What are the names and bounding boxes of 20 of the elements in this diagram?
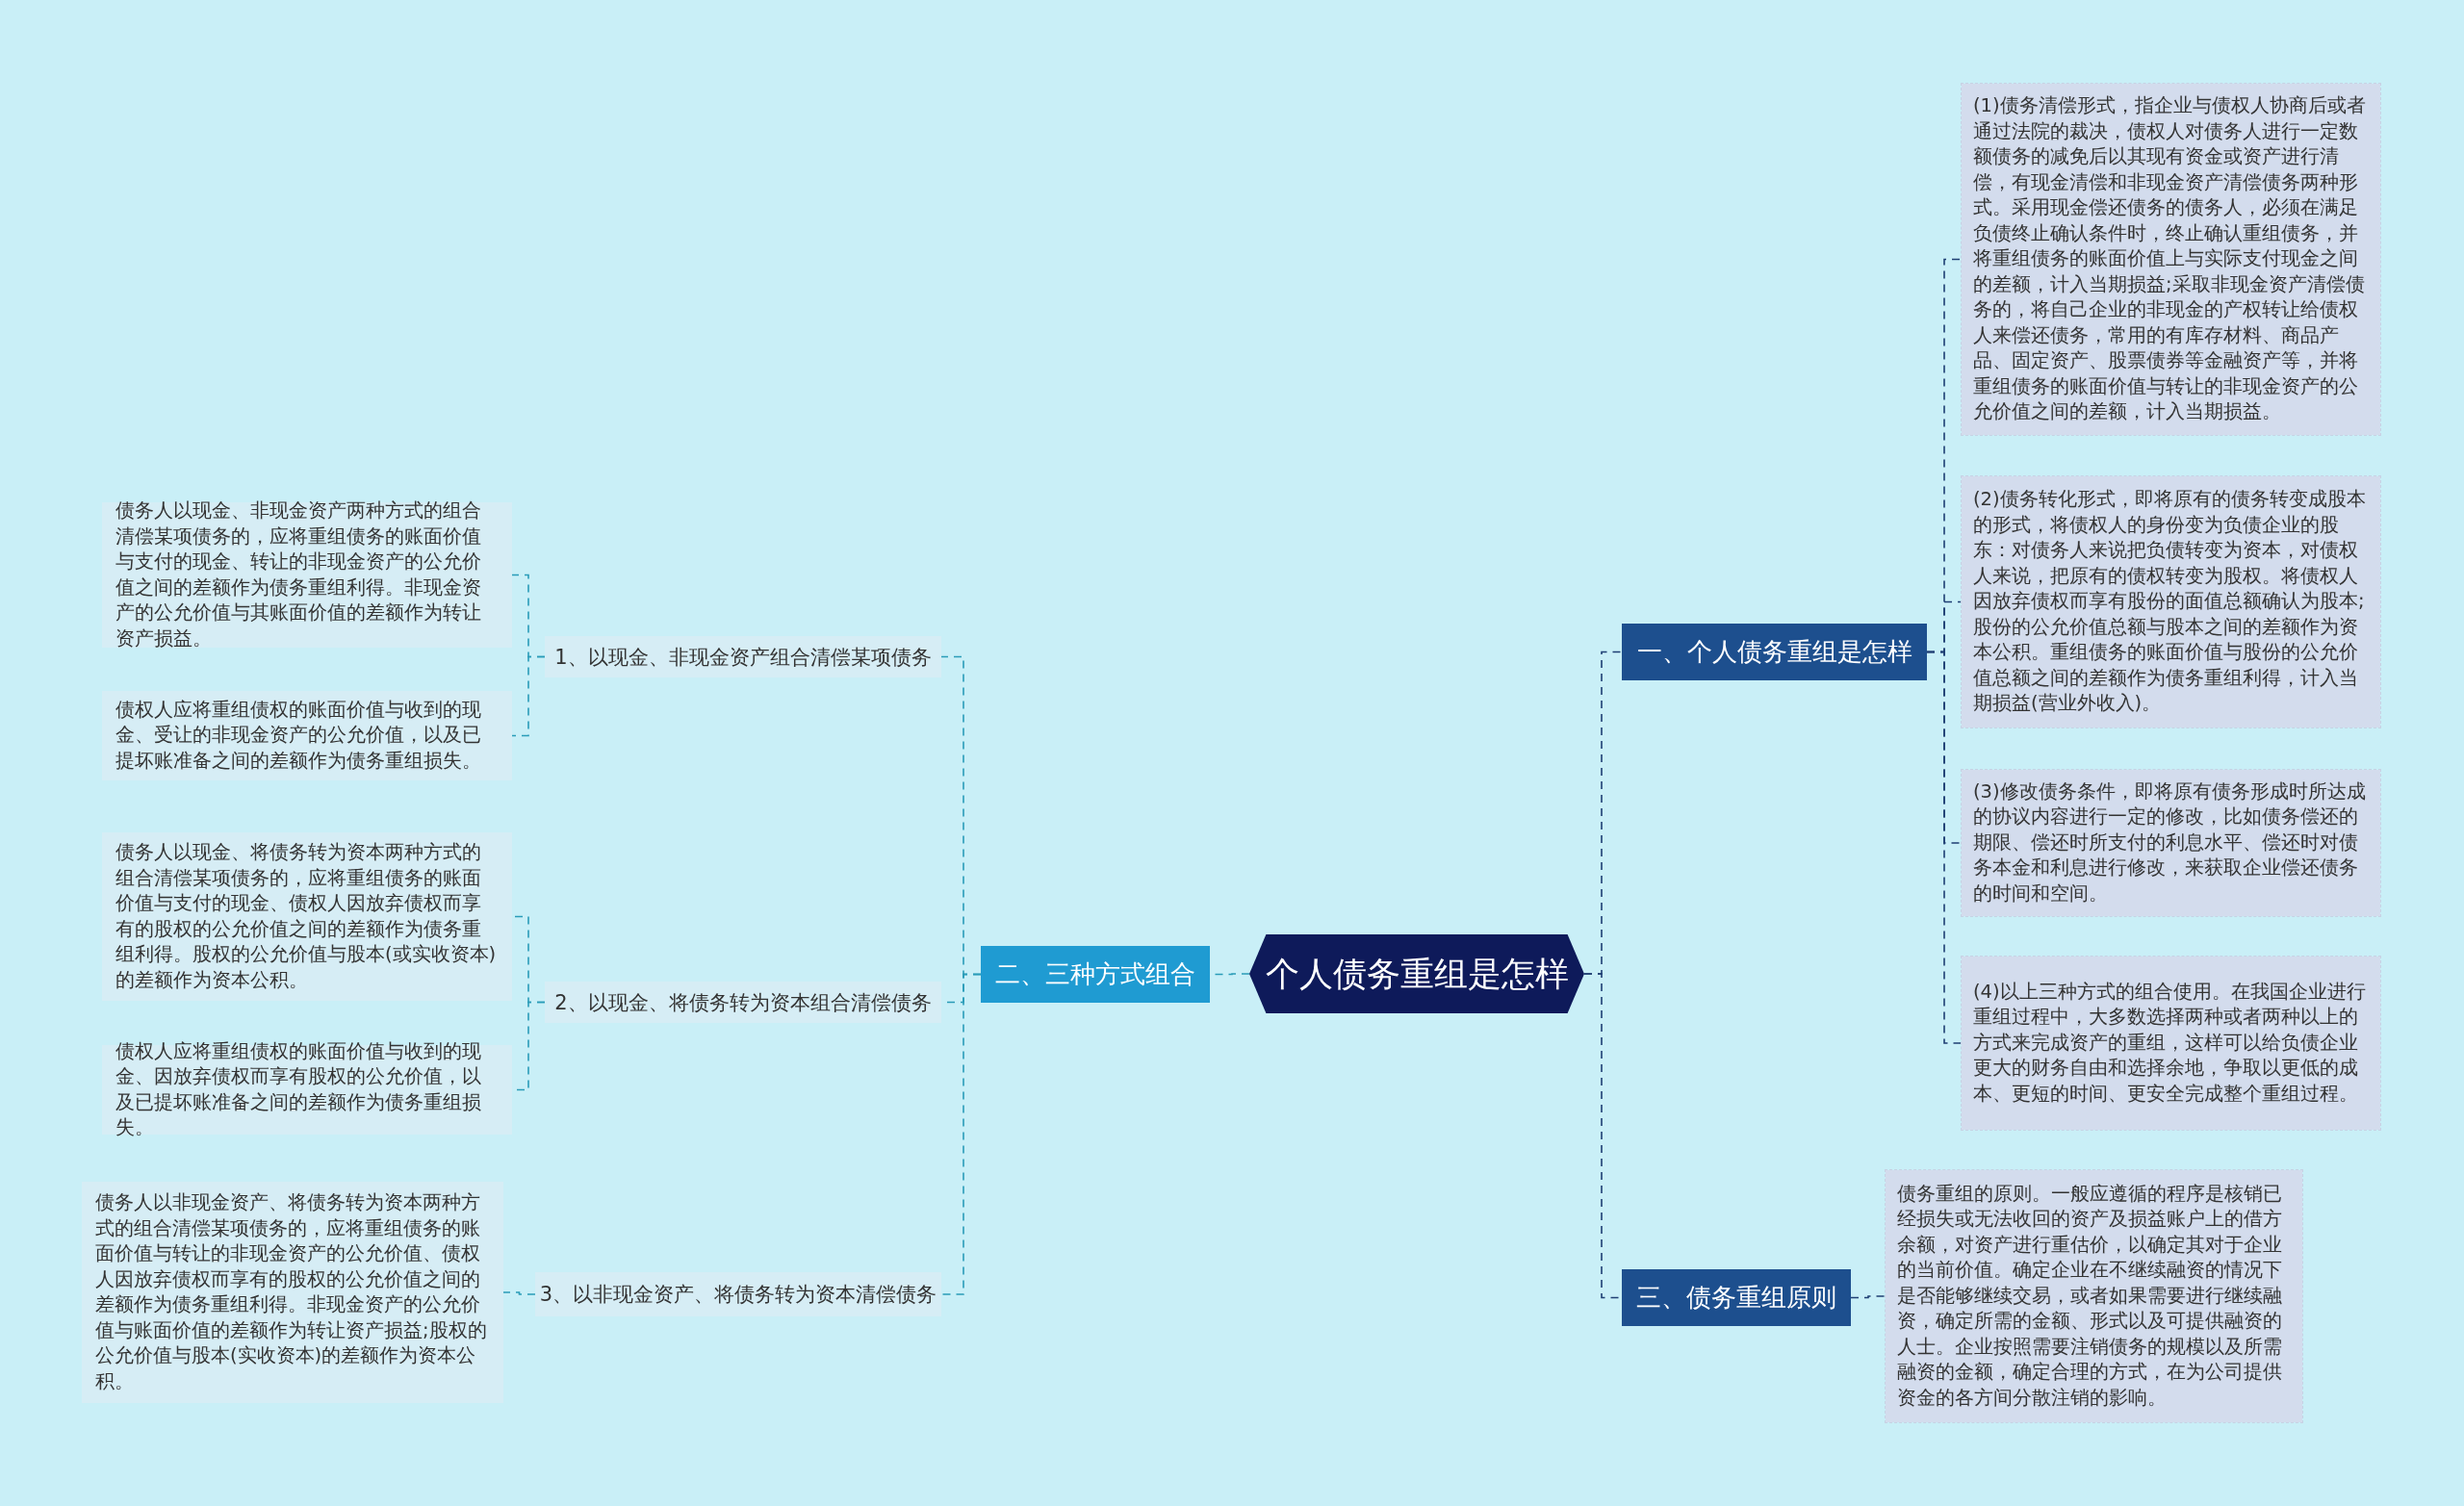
connector-line	[1926, 651, 1963, 1044]
connector-line	[940, 973, 982, 1295]
text-box: 债务人以非现金资产、将债务转为资本两种方式的组合清偿某项债务的，应将重组债务的账面价值与转让的非现金资产的公允价值、债权人因放弃债权而享有的股权的公允价值之间的差额作为债务重组利得。非现金资产的公允价值与账面价值的差额作为转让资产损益;股权的公允价值与股本(实收资本)的差额作为资本公积。	[82, 1182, 503, 1403]
text-box: (4)以上三种方式的组合使用。在我国企业进行重组过程中，大多数选择两种或者两种以上的方式来完成资产的重组，这样可以给负债企业更大的财务自由和选择余地，争取以更低的成本、更短的时间、更安全完成整个重组过程。	[1962, 957, 2380, 1130]
topic-box: 一、个人债务重组是怎样	[1622, 624, 1927, 680]
text-box: (3)修改债务条件，即将原有债务形成时所达成的协议内容进行一定的修改，比如债务偿还的期限、偿还时所支付的利息水平、偿还时对债务本金和利息进行修改，来获取企业偿还债务的时间和空间。	[1962, 770, 2380, 916]
subtopic-box: 2、以现金、将债务转为资本组合清偿债务	[545, 982, 941, 1023]
connector-line	[502, 1291, 536, 1295]
text-box: 债务人以现金、将债务转为资本两种方式的组合清偿某项债务的，应将重组债务的账面价值与支付的现金、债权人因放弃债权而享有的股权的公允价值之间的差额作为债务重组利得。股权的公允价值与股本(或实收资本)的差额作为资本公积。	[102, 832, 512, 1001]
subtopic-box: 3、以非现金资产、将债务转为资本清偿债务	[535, 1272, 941, 1316]
connector-line	[511, 655, 546, 737]
topic-box: 三、债务重组原则	[1622, 1269, 1851, 1326]
connector-line	[1850, 1295, 1886, 1299]
text-box: 债权人应将重组债权的账面价值与收到的现金、受让的非现金资产的公允价值，以及已提坏账准备之间的差额作为债务重组损失。	[102, 691, 512, 780]
text-box: 债务重组的原则。一般应遵循的程序是核销已经损失或无法收回的资产及损益账户上的借方余额，对资产进行重估价，以确定其对于企业的当前价值。确定企业在不继续融资的情况下是否能够继续交易，或者如果需要进行继续融资，确定所需的金额、形式以及可提供融资的人士。企业按照需要注销债务的规模以及所需融资的金额，确定合理的方式，在为公司提供资金的各方间分散注销的影响。	[1886, 1170, 2302, 1422]
topic-box: 二、三种方式组合	[981, 946, 1210, 1003]
text-box: (1)债务清偿形式，指企业与债权人协商后或者通过法院的裁决，债权人对债务人进行一定数额债务的减免后以其现有资金或资产进行清偿，有现金清偿和非现金资产清偿债务两种形式。采用现金偿还债务的债务人，必须在满足负债终止确认条件时，终止确认重组债务，并将重组债务的账面价值上与实际支付现金之间的差额，计入当期损益;采取非现金资产清偿债务的，将自己企业的非现金的产权转让给债权人来偿还债务，常用的有库存材料、商品产品、固定资产、股票债券等金融资产等，并将重组债务的账面价值与转让的非现金资产的公允价值之间的差额，计入当期损益。	[1962, 84, 2380, 435]
text-box: (2)债务转化形式，即将原有的债务转变成股本的形式，将债权人的身份变为负债企业的股东：对债务人来说把负债转变为资本，对债权人来说，把原有的债权转变为股权。将债权人因放弃债权而享有股份的面值总额确认为股本;股份的公允价值总额与股本之间的差额作为资本公积。重组债务的账面价值与股份的公允价值总额之间的差额作为债务重组利得，计入当期损益(营业外收入)。	[1962, 476, 2380, 727]
subtopic-box: 1、以现金、非现金资产组合清偿某项债务	[545, 636, 941, 677]
text-box: 债务人以现金、非现金资产两种方式的组合清偿某项债务的，应将重组债务的账面价值与支付的现金、转让的非现金资产的公允价值之间的差额作为债务重组利得。非现金资产的公允价值与其账面价值的差额作为转让资产损益。	[102, 502, 512, 648]
